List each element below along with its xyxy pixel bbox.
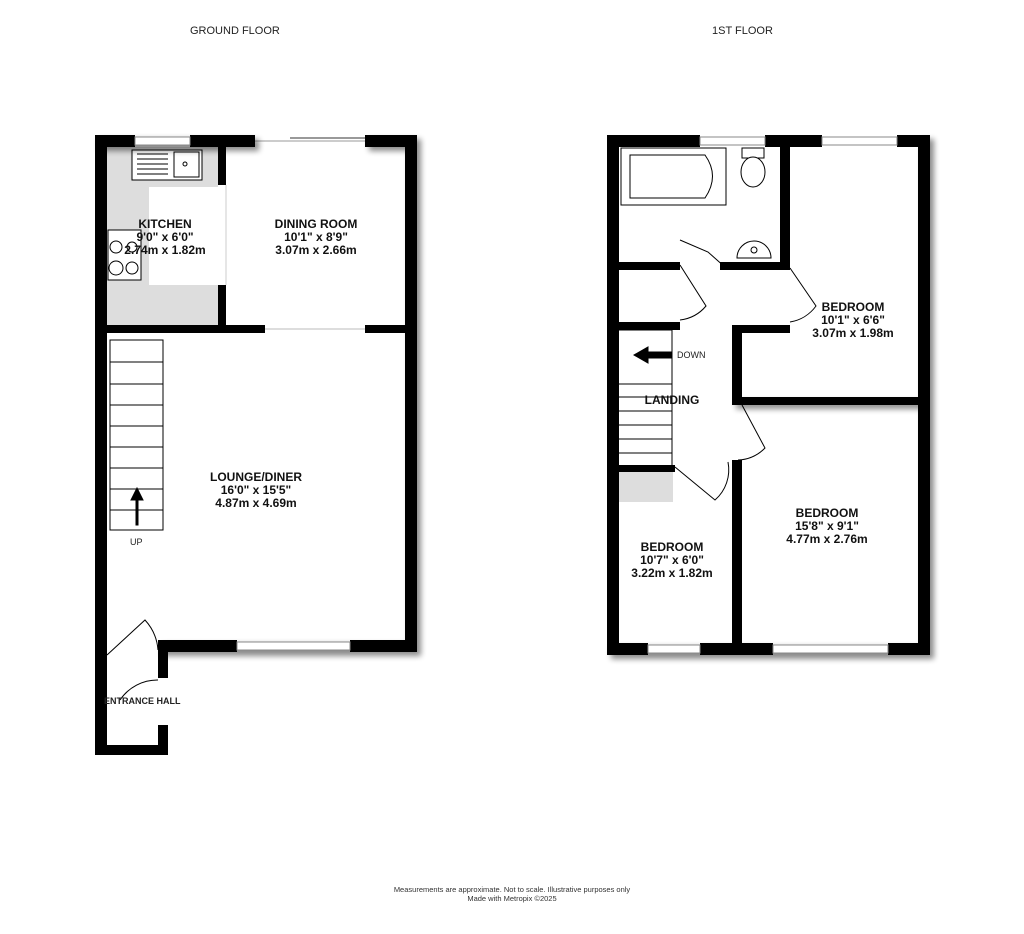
room-dimensions-imperial: 10'7" x 6'0" [640,553,704,567]
disclaimer-footer: Measurements are approximate. Not to sca… [0,885,1024,903]
room-label-entrance-hall: ENTRANCE HALL [104,696,181,706]
first-floor-plan [607,135,934,659]
room-name: BEDROOM [821,300,885,314]
room-dimensions-imperial: 10'1" x 6'6" [821,313,885,327]
disclaimer-text: Measurements are approximate. Not to sca… [393,885,631,894]
room-name: BEDROOM [640,540,704,554]
arrow-up-icon [130,486,144,526]
hob-icon [107,229,142,281]
room-label-bedroom-2: BEDROOM 10'7" x 6'0" 3.22m x 1.82m [631,541,712,580]
room-dimensions-imperial: 9'0" x 6'0" [136,230,194,244]
room-label-bedroom-1: BEDROOM 15'8" x 9'1" 4.77m x 2.76m [786,507,867,546]
room-label-bedroom-3: BEDROOM 10'1" x 6'6" 3.07m x 1.98m [812,301,893,340]
door-swing [106,619,159,656]
room-dimensions-metric: 3.07m x 2.66m [275,243,357,257]
room-dimensions-metric: 4.77m x 2.76m [786,532,868,546]
room-name: BEDROOM [795,506,859,520]
room-dimensions-imperial: 16'0" x 15'5" [220,483,292,497]
basin-icon [736,240,772,259]
ground-floor-title: GROUND FLOOR [190,25,280,37]
stairs-up-label: UP [130,537,143,547]
sink-icon [131,149,203,181]
room-name: DINING ROOM [274,217,358,231]
toilet-icon [740,147,766,188]
stairs-down-label: DOWN [677,350,706,360]
stairs-down [616,329,673,468]
arrow-left-icon [632,346,673,364]
bath-icon [620,147,727,206]
room-dimensions-metric: 4.87m x 4.69m [215,496,297,510]
room-label-lounge-diner: LOUNGE/DINER 16'0" x 15'5" 4.87m x 4.69m [210,471,302,510]
stairs-up [109,339,164,531]
room-name: KITCHEN [138,217,192,231]
room-label-kitchen: KITCHEN 9'0" x 6'0" 2.74m x 1.82m [124,218,205,257]
first-floor-title: 1ST FLOOR [712,25,773,37]
room-dimensions-metric: 3.07m x 1.98m [812,326,894,340]
room-dimensions-imperial: 10'1" x 8'9" [284,230,348,244]
kitchen-counter [148,185,218,285]
ground-floor-plan [95,135,421,755]
room-dimensions-metric: 3.22m x 1.82m [631,566,713,580]
room-name: LANDING [644,393,700,407]
room-dimensions-imperial: 15'8" x 9'1" [795,519,859,533]
room-name: LOUNGE/DINER [209,470,303,484]
credit-text: Made with Metropix ©2025 [467,894,557,903]
room-dimensions-metric: 2.74m x 1.82m [124,243,206,257]
room-label-dining-room: DINING ROOM 10'1" x 8'9" 3.07m x 2.66m [275,218,358,257]
room-label-landing: LANDING [645,394,700,407]
